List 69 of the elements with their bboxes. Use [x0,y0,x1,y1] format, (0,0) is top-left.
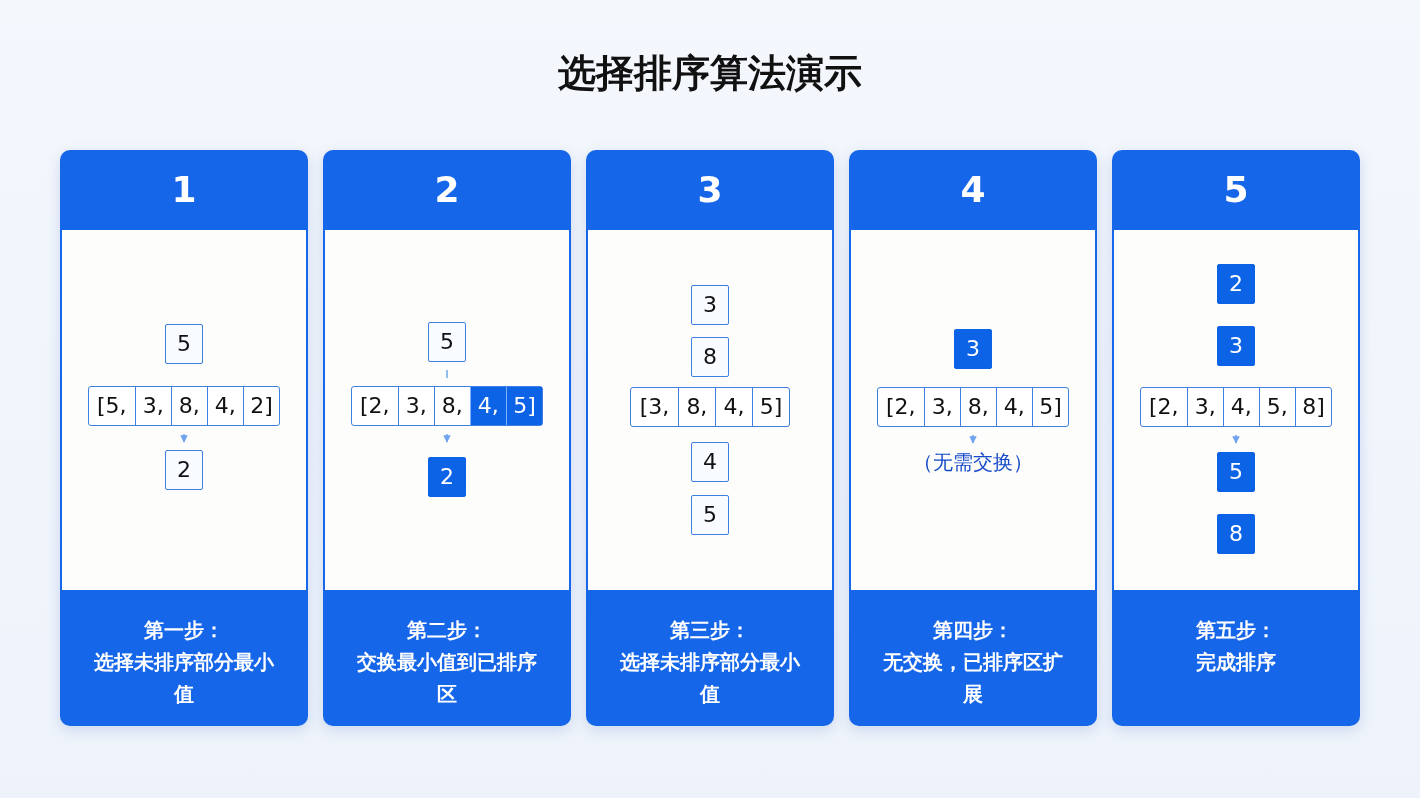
value-box: 5 [165,324,203,364]
highlighted-value-box: 8 [1217,514,1255,554]
array-row [877,387,1069,427]
array-cell-text: [5, [96,392,128,420]
step-card [849,150,1097,726]
step-description: 无交换，已排序区扩展 [882,649,1064,708]
step-description: 第四步： [932,617,1014,644]
array-cell: 4, [1222,388,1259,426]
step-card [323,150,571,726]
step-number: 2 [433,168,461,212]
array-cell-text: [2, [1148,393,1180,421]
step-card [60,150,308,726]
value-box: 3 [691,285,729,325]
array-cell-text: [2, [359,392,391,420]
step-description: 第三步： [669,617,751,644]
highlighted-value-box: 3 [954,329,992,369]
step-card [1112,150,1360,726]
array-cell: 3, [923,388,960,426]
step-description: 第二步： [406,617,488,644]
array-cell: 8] [1294,388,1331,426]
array-cell: 3, [1186,388,1223,426]
step-description: 第五步： [1195,617,1277,644]
array-cell-text: [3, [638,393,671,421]
note-text: （无需交换） [913,448,1033,476]
array-cell: 5, [1258,388,1295,426]
array-row [630,387,790,427]
highlighted-array-cell: 4, [469,387,506,425]
arrow [443,433,451,443]
highlighted-value-box: 2 [428,457,466,497]
value-box: 4 [691,442,729,482]
step-description: 选择未排序部分最小值 [619,649,801,708]
array-cell: 8, [959,388,996,426]
array-cell: 8, [677,388,715,426]
arrow [1232,434,1240,444]
array-cell: 5] [1031,388,1068,426]
step-number: 3 [696,168,724,212]
value-box: 5 [428,322,466,362]
step-description: 完成排序 [1195,649,1277,676]
highlighted-value-box: 3 [1217,326,1255,366]
array-cell: 8, [170,387,207,425]
step-number: 4 [959,168,987,212]
value-box: 5 [691,495,729,535]
step-number: 1 [170,168,198,212]
array-cell: 8, [433,387,470,425]
array-cell: 2] [242,387,279,425]
array-row [1140,387,1332,427]
diagram-title: 选择排序算法演示 [557,50,863,97]
array-cell: 4, [714,388,752,426]
array-cell: 3, [397,387,434,425]
arrow [180,433,188,443]
step-description: 第一步： [143,617,225,644]
step-description: 选择未排序部分最小值 [93,649,275,708]
step-number: 5 [1222,168,1250,212]
array-cell: 4, [206,387,243,425]
array-cell: 3, [134,387,171,425]
arrow [969,434,977,444]
highlighted-value-box: 2 [1217,264,1255,304]
highlighted-array-cell: 5] [505,387,542,425]
step-card [586,150,834,726]
array-cell-text: [2, [885,393,917,421]
array-cell: 4, [995,388,1032,426]
array-row [351,386,543,426]
array-row [88,386,280,426]
highlighted-value-box: 5 [1217,452,1255,492]
value-box: 8 [691,337,729,377]
value-box: 2 [165,450,203,490]
array-cell: 5] [751,388,789,426]
connector-line [446,369,448,379]
step-description: 交换最小值到已排序区 [356,649,538,708]
